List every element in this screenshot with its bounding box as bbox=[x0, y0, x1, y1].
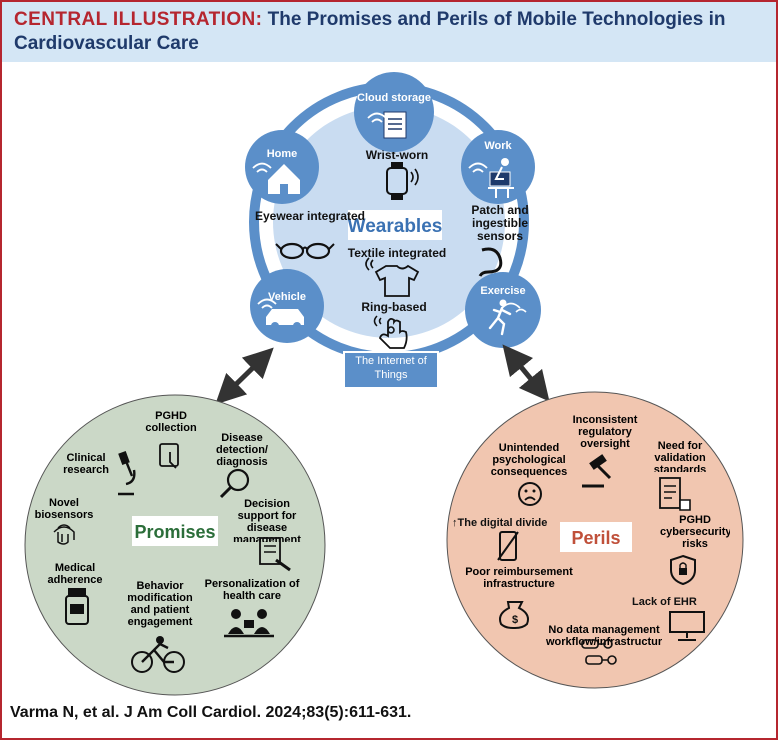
node-vehicle: Vehicle bbox=[250, 269, 324, 343]
node-exercise: Exercise bbox=[465, 272, 541, 348]
iot-label-holder: The Internet of Things bbox=[355, 355, 427, 381]
svg-text:Cloud storage: Cloud storage bbox=[357, 92, 431, 104]
node-home: Home bbox=[245, 130, 319, 204]
promise-decision-support: Decision support for disease management bbox=[233, 498, 301, 542]
device-patch: Patch and ingestible sensors bbox=[471, 204, 529, 243]
svg-text:Home: Home bbox=[267, 148, 298, 160]
promise-personalization: Personalization of health care bbox=[204, 578, 300, 602]
perils-label-box bbox=[560, 522, 632, 552]
device-textile: Textile integrated bbox=[348, 246, 446, 260]
promises-panel: Promises PGHD collection Clinical resear… bbox=[24, 394, 326, 696]
wearables-label-box bbox=[348, 210, 442, 240]
gavel-icon bbox=[582, 454, 612, 488]
device-wrist-worn: Wrist-worn bbox=[366, 148, 428, 162]
svg-text:$: $ bbox=[512, 614, 518, 626]
peril-reimbursement: Poor reimbursement infrastructure bbox=[465, 566, 573, 590]
header-band: CENTRAL ILLUSTRATION: The Promises and P… bbox=[2, 2, 776, 62]
sad-face-icon bbox=[518, 482, 542, 506]
promise-novel-biosensors: Novel biosensors bbox=[34, 497, 94, 521]
pill-bottle-icon bbox=[65, 588, 89, 625]
fingerprint-icon bbox=[53, 524, 75, 545]
arrow-promises bbox=[215, 347, 274, 405]
promises-label-box bbox=[132, 516, 218, 546]
svg-text:Exercise: Exercise bbox=[480, 285, 525, 297]
phone-icon bbox=[497, 531, 519, 561]
node-cloud-storage: Cloud storage bbox=[354, 72, 434, 152]
promises-label: Promises bbox=[134, 522, 215, 542]
device-patch-box: Patch and ingestible sensors bbox=[471, 204, 529, 243]
monitor-icon bbox=[669, 611, 705, 641]
peril-lack-ehr: Lack of EHR bbox=[632, 596, 697, 608]
peril-validation: Need for validation standards bbox=[653, 440, 707, 472]
consultation-icon bbox=[224, 609, 274, 638]
promise-behavior: Behavior modification and patient engage… bbox=[127, 580, 193, 628]
promise-disease-detection: Disease detection/ diagnosis bbox=[216, 432, 268, 468]
promise-medical-adherence: Medical adherence bbox=[47, 562, 103, 586]
device-eyewear: Eyewear integrated bbox=[255, 209, 365, 223]
promise-pghd: PGHD collection bbox=[145, 410, 197, 434]
wearables-label: Wearables bbox=[348, 216, 443, 237]
glasses-icon bbox=[275, 242, 335, 260]
arrow-perils bbox=[502, 344, 550, 402]
peril-regulatory: Inconsistent regulatory oversight bbox=[572, 414, 638, 450]
stomach-icon bbox=[478, 247, 503, 277]
perils-panel: Perils Inconsistent regulatory oversight… bbox=[446, 391, 744, 689]
wearables-hub: Wearables Wrist-worn Eyewear integrated … bbox=[245, 72, 541, 389]
workflow-icon bbox=[581, 639, 617, 665]
cyclist-icon bbox=[131, 636, 185, 673]
promise-clinical-research: Clinical research bbox=[63, 452, 109, 476]
watch-icon bbox=[386, 162, 419, 200]
checklist-thumbsup-icon bbox=[659, 477, 691, 511]
peril-cybersecurity: PGHD cybersecurity risks bbox=[660, 514, 730, 550]
ring-hand-icon bbox=[373, 315, 408, 349]
tablet-touch-icon bbox=[159, 443, 179, 469]
figure-title: CENTRAL ILLUSTRATION: The Promises and P… bbox=[14, 8, 766, 56]
citation: Varma N, et al. J Am Coll Cardiol. 2024;… bbox=[10, 704, 412, 721]
perils-label: Perils bbox=[571, 528, 620, 548]
svg-text:Vehicle: Vehicle bbox=[268, 291, 306, 303]
device-ring: Ring-based bbox=[361, 300, 426, 314]
svg-text:Work: Work bbox=[484, 140, 512, 152]
figure-label: CENTRAL ILLUSTRATION: bbox=[14, 9, 263, 30]
peril-digital-divide: ↑The digital divide bbox=[452, 517, 547, 529]
magnifier-icon bbox=[219, 468, 250, 499]
iot-label: The Internet of Things bbox=[355, 355, 427, 381]
node-work: Work bbox=[461, 130, 535, 204]
microscope-icon bbox=[118, 450, 136, 496]
clipboard-pen-icon bbox=[259, 537, 291, 572]
iot-label-box bbox=[343, 351, 439, 389]
peril-psychological: Unintended psychological consequences bbox=[490, 442, 568, 478]
shield-lock-icon bbox=[670, 554, 696, 586]
figure-title-text: The Promises and Perils of Mobile Techno… bbox=[14, 9, 726, 54]
money-bag-icon: $ bbox=[499, 601, 529, 629]
shirt-icon bbox=[365, 257, 420, 297]
